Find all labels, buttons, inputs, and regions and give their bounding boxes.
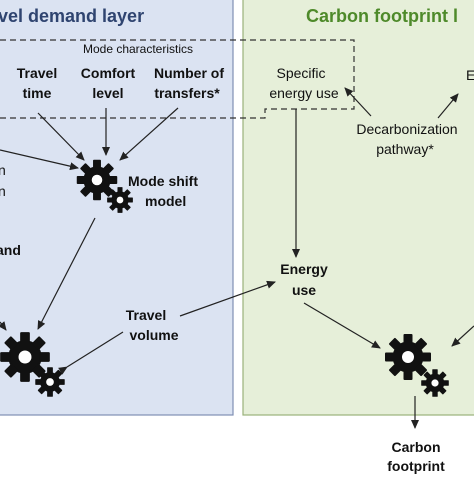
carbon-layer-panel	[242, 0, 474, 416]
arrow-demand-model-to-travel-volume	[58, 331, 124, 375]
arrows	[0, 87, 474, 429]
decarbonization-pathway-node: Decarbonization pathway*	[356, 121, 457, 157]
travel-volume-line2: volume	[129, 327, 178, 343]
energy-use-node: Energy use	[280, 261, 328, 298]
travel-volume-node: Travel volume	[126, 307, 179, 343]
arrow-energy-use-to-carbon-model	[303, 302, 381, 349]
travel-volume-line1: Travel	[126, 307, 166, 323]
travel-time-line2: time	[23, 85, 52, 101]
arrow-travel-volume-to-energy-use	[179, 280, 276, 317]
demand-gear-small-icon	[35, 367, 65, 397]
comfort-level-line2: level	[92, 85, 123, 101]
arrow-left-to-demand-model	[0, 321, 7, 331]
arrow-decarbonization-to-specific-energy	[344, 87, 372, 117]
travel-time-line1: Travel	[17, 65, 57, 81]
arrow-right-to-carbon-model	[451, 325, 474, 347]
arrow-transfers-to-mode-shift	[119, 107, 179, 161]
specific-energy-line1: Specific	[276, 65, 325, 81]
carbon-footprint-line1: Carbon	[392, 439, 441, 455]
transfers-line1: Number of	[154, 65, 224, 81]
mode-shift-line1: Mode shift	[128, 173, 198, 189]
carbon-footprint-line2: footprint	[387, 458, 445, 474]
energy-use-line2: use	[292, 282, 316, 298]
energy-use-line1: Energy	[280, 261, 328, 277]
decarbonization-line2: pathway*	[376, 141, 434, 157]
comfort-level-node: Comfort level	[81, 65, 136, 101]
comfort-level-line1: Comfort	[81, 65, 136, 81]
carbon-gear-small-icon	[421, 369, 449, 397]
mode-shift-gear-small-icon	[107, 187, 133, 213]
mode-characteristics-label: Mode characteristics	[83, 42, 193, 56]
left-partial-label-and: and	[0, 242, 21, 258]
left-partial-label-2: n	[0, 183, 6, 199]
specific-energy-use-node: Specific energy use	[269, 65, 338, 101]
carbon-footprint-node: Carbon footprint	[387, 439, 445, 474]
number-of-transfers-node: Number of transfers*	[154, 65, 224, 101]
mode-shift-line2: model	[145, 193, 186, 209]
demand-layer-title: vel demand layer	[0, 6, 144, 26]
arrow-left-to-mode-shift	[0, 149, 79, 171]
arrow-decarbonization-to-right	[437, 93, 459, 119]
mode-shift-model-node: Mode shift model	[76, 159, 198, 213]
specific-energy-line2: energy use	[269, 85, 338, 101]
right-partial-label: E	[466, 67, 474, 83]
carbon-layer-title: Carbon footprint l	[306, 6, 458, 26]
travel-time-node: Travel time	[17, 65, 57, 101]
decarbonization-line1: Decarbonization	[356, 121, 457, 137]
arrow-mode-shift-to-demand-model	[37, 217, 96, 330]
mode-characteristics-box	[0, 39, 355, 119]
carbon-gear-large-icon	[385, 334, 431, 380]
transfers-line2: transfers*	[154, 85, 220, 101]
left-partial-label-1: n	[0, 162, 6, 178]
arrow-travel-time-to-mode-shift	[37, 112, 85, 161]
